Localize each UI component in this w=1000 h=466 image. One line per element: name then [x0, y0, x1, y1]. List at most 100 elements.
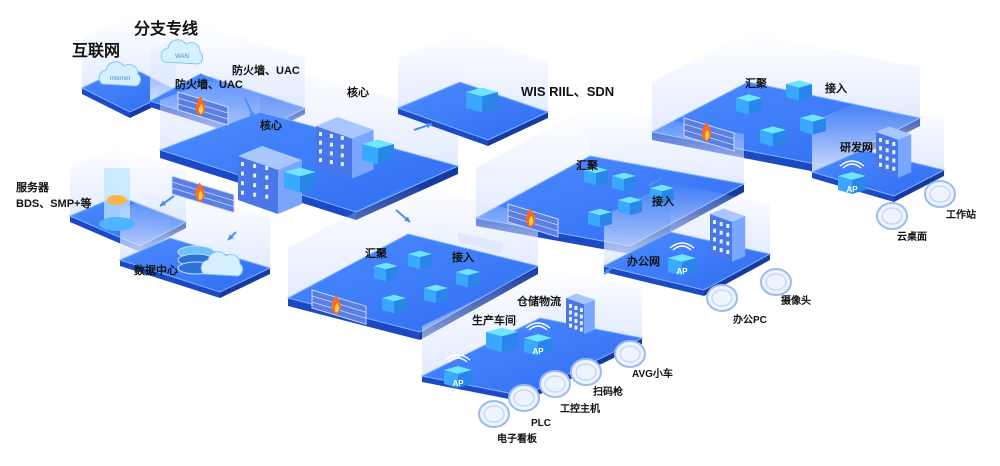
office-pc-ring: [706, 284, 738, 312]
arrow-core-wis: [413, 122, 433, 131]
firewall-core: [171, 175, 235, 214]
label-scanner: 扫码枪: [593, 387, 623, 398]
wifi-icon: [528, 325, 548, 331]
label-agv: AVG小车: [632, 369, 673, 380]
label-office-pc: 办公PC: [733, 315, 767, 326]
label-firewall-uac: 防火墙、UAC: [175, 79, 243, 91]
datacenter-cloud: [200, 251, 244, 277]
platform-datacenter: [118, 188, 272, 298]
label-e-board: 电子看板: [497, 434, 537, 445]
arrow-fw-core: [244, 97, 255, 119]
ap-label: AP: [532, 347, 544, 356]
label-warehouse-logistics: 仓储物流: [517, 296, 561, 308]
switch-low-4: [456, 268, 480, 288]
switch-mid-4: [650, 184, 674, 204]
arrow-top-mid: [647, 177, 663, 187]
arrow-internet-fw: [199, 73, 215, 83]
label-workstation: 工作站: [946, 210, 976, 221]
plc-ring: [508, 384, 540, 412]
label-access-low: 接入: [452, 252, 474, 264]
arrow-mid-office: [603, 265, 615, 275]
label-office-network: 办公网: [627, 256, 660, 268]
label-access-mid: 接入: [652, 196, 674, 208]
wifi-icon: [448, 357, 468, 363]
label-wis-sdn: WIS RIIL、SDN: [521, 84, 615, 99]
workshop-building: [486, 327, 518, 353]
switch-low-1: [408, 250, 432, 270]
ap-warehouse: AP: [524, 322, 552, 356]
label-firewall-uac-top: 防火墙、UAC: [232, 65, 300, 77]
firewall-branch: [177, 91, 229, 126]
wifi-icon: [839, 160, 865, 167]
server-pillar: [99, 168, 135, 231]
switch-mid-0: [584, 166, 608, 186]
switch-low-3: [424, 284, 448, 304]
switch-mid-2: [588, 208, 612, 228]
switch-low-0: [374, 262, 398, 282]
label-cloud-desktop: 云桌面: [897, 232, 927, 243]
switch-low-2: [382, 294, 406, 314]
label-server: 服务器: [16, 182, 49, 194]
switch-mid-3: [618, 196, 642, 216]
label-access-top: 接入: [825, 83, 847, 95]
wifi-icon: [445, 354, 471, 361]
firewall-top: [683, 117, 735, 152]
platform-production: [420, 268, 644, 402]
arrow-core-server: [159, 195, 175, 207]
label-plc: PLC: [531, 418, 551, 429]
ap-label: AP: [676, 267, 688, 276]
ap-label: AP: [452, 379, 464, 388]
cloud-label: WAN: [175, 54, 189, 60]
agv-ring: [614, 340, 646, 368]
e-board-ring: [478, 400, 510, 428]
ap-rnd: AP: [838, 160, 866, 194]
cloud-desktop-ring: [876, 202, 908, 230]
label-aggregation-top: 汇聚: [745, 78, 767, 90]
switch-top-1: [786, 80, 812, 101]
ap-production: AP: [444, 354, 472, 388]
label-camera: 摄像头: [781, 296, 811, 307]
cloud-label: Internet: [110, 76, 131, 82]
label-internet: 互联网: [72, 43, 121, 60]
label-aggregation-low: 汇聚: [365, 248, 387, 260]
ap-office: AP: [668, 242, 696, 276]
label-datacenter: 数据中心: [134, 265, 178, 277]
office-building: [710, 208, 746, 262]
arrow-core-low: [395, 209, 411, 223]
label-core-right: 核心: [347, 87, 369, 99]
label-server-software: BDS、SMP+等: [16, 198, 92, 210]
scanner-ring: [570, 358, 602, 386]
rnd-building: [876, 126, 912, 178]
label-production-workshop: 生产车间: [472, 315, 516, 327]
label-core-left: 核心: [260, 120, 282, 132]
arrow-core-datacenter: [227, 231, 237, 241]
wis-keyboard: [458, 232, 502, 254]
wifi-icon: [525, 322, 551, 329]
workstation-ring: [924, 180, 956, 208]
firewall-low: [311, 289, 367, 325]
switch-mid-1: [612, 172, 636, 192]
label-aggregation-mid: 汇聚: [576, 160, 598, 172]
warehouse-building: [566, 293, 595, 335]
wifi-icon: [842, 163, 862, 169]
core-switch-right: [362, 139, 394, 165]
platform-wis: [396, 32, 550, 146]
ipc-ring: [539, 370, 571, 398]
core-switch: [284, 167, 316, 193]
switch-top-0: [736, 94, 762, 115]
wifi-icon: [672, 245, 692, 251]
label-rnd-network: 研发网: [840, 142, 873, 154]
wifi-icon: [669, 242, 695, 249]
label-branch-line: 分支专线: [134, 21, 199, 38]
firewall-mid: [507, 203, 559, 238]
switch-top-3: [760, 126, 786, 147]
ap-label: AP: [846, 185, 858, 194]
camera-ring: [760, 268, 792, 296]
wis-controller: [466, 87, 498, 113]
wan-cloud: WAN: [160, 39, 204, 65]
internet-cloud: Internet: [98, 61, 142, 87]
switch-top-2: [800, 114, 826, 135]
label-industrial-pc: 工控主机: [560, 404, 600, 415]
